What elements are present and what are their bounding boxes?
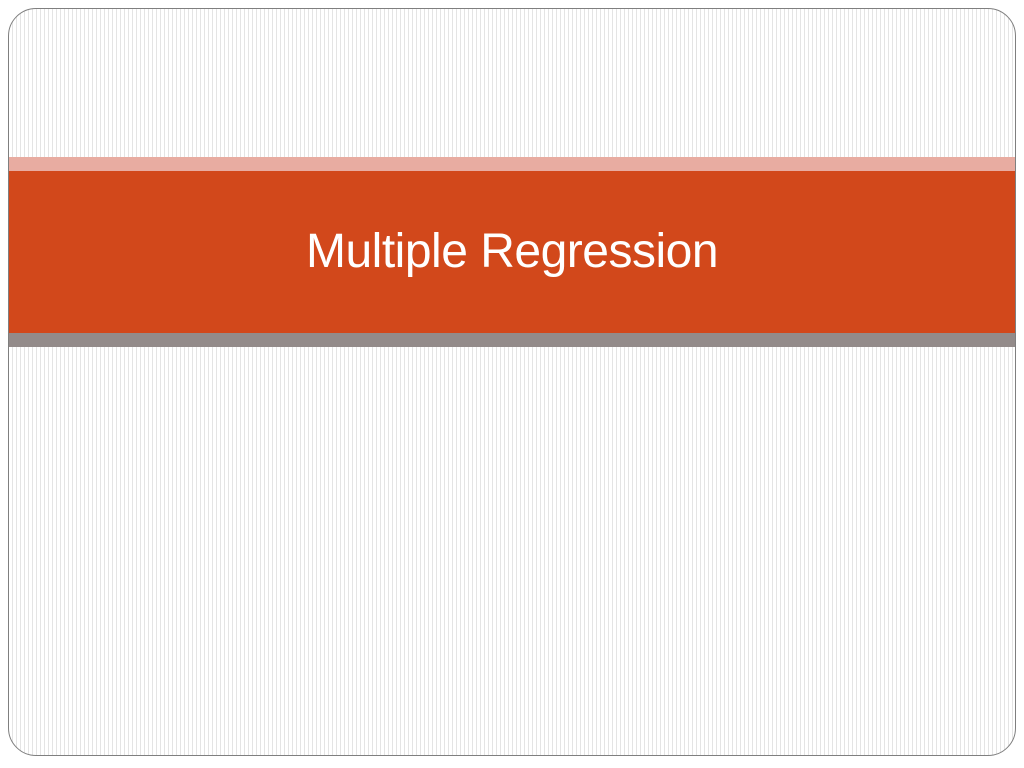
title-band-top-stripe bbox=[9, 157, 1015, 171]
title-band: Multiple Regression bbox=[9, 171, 1015, 333]
slide-title: Multiple Regression bbox=[305, 225, 719, 278]
slide: Multiple Regression bbox=[8, 8, 1016, 756]
title-band-bottom-stripe bbox=[9, 333, 1015, 347]
